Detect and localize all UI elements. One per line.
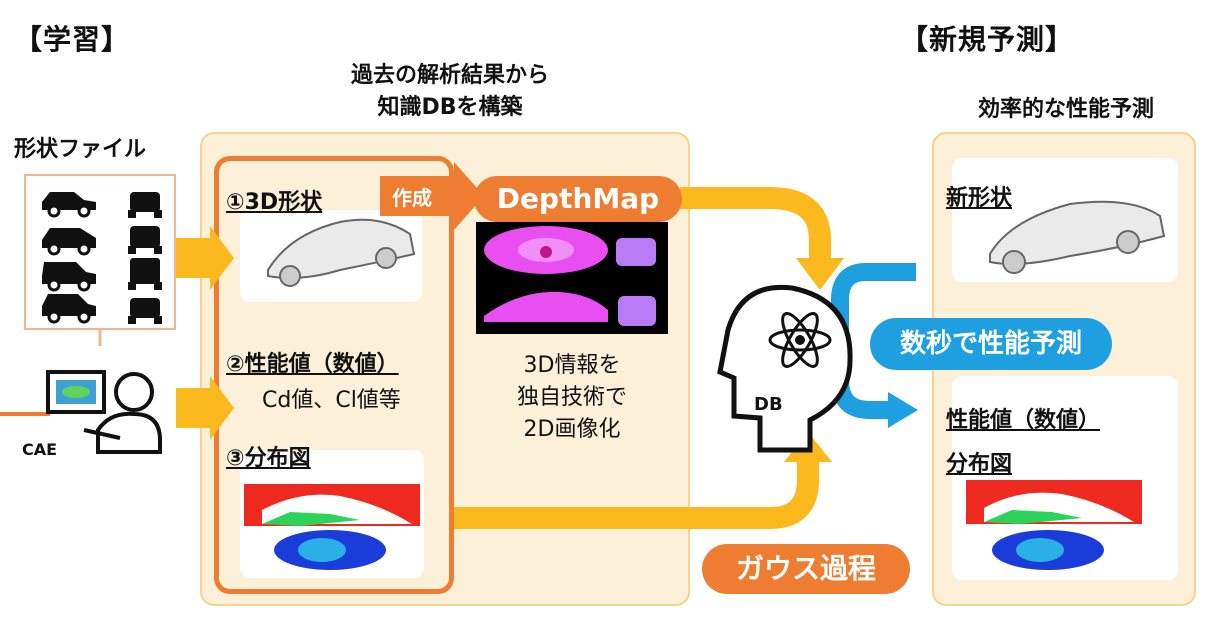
item-distribution: ③分布図 (226, 446, 311, 471)
new-shape-label: 新形状 (946, 186, 1013, 211)
db-title-line1: 過去の解析結果から (350, 63, 549, 88)
learning-header: 【学習】 (14, 23, 131, 56)
distribution-image (244, 484, 420, 570)
item-performance-detail: Cd値、Cl値等 (262, 388, 401, 413)
result-performance-value: 性能値（数値） (946, 408, 1101, 433)
arrow-cae-to-learning (176, 376, 234, 440)
depthmap-to-db-arrow (680, 187, 831, 262)
shape-files-label: 形状ファイル (14, 137, 147, 162)
cae-label: CAE (22, 440, 58, 459)
learning-items-box (214, 156, 454, 594)
db-title: 過去の解析結果から 知識DBを構築 (310, 60, 590, 124)
result-distribution-image (966, 480, 1142, 570)
db-head-icon (717, 284, 853, 453)
create-arrow (380, 162, 484, 230)
item-3d-shape: ①3D形状 (226, 190, 323, 215)
result-distribution-label: 分布図 (946, 452, 1013, 477)
distribution-to-db-arrow (454, 460, 819, 529)
depthmap-images (476, 222, 668, 334)
prediction-header: 【新規予測】 (900, 23, 1075, 56)
prediction-subtitle: 効率的な性能予測 (977, 97, 1154, 122)
car-icons (42, 192, 162, 324)
car-3d-drawing (267, 218, 416, 287)
db-title-line2: 知識DBを構築 (377, 95, 523, 120)
depthmap-label: DepthMap (474, 176, 682, 222)
arrow-shapes-to-learning (176, 226, 234, 290)
depth-line2: 独自技術で (516, 385, 627, 410)
depth-line1: 3D情報を (523, 353, 621, 378)
item-performance-value: ②性能値（数値） (226, 352, 399, 377)
db-label: DB (754, 394, 783, 415)
gauss-process-label: ガウス過程 (702, 544, 910, 594)
depth-line3: 2D画像化 (523, 417, 621, 442)
depth-description: 3D情報を 独自技術で 2D画像化 (476, 350, 668, 446)
seconds-prediction-label: 数秒で性能予測 (870, 318, 1112, 370)
new-car-drawing (989, 200, 1166, 274)
create-label: 作成 (392, 186, 432, 210)
